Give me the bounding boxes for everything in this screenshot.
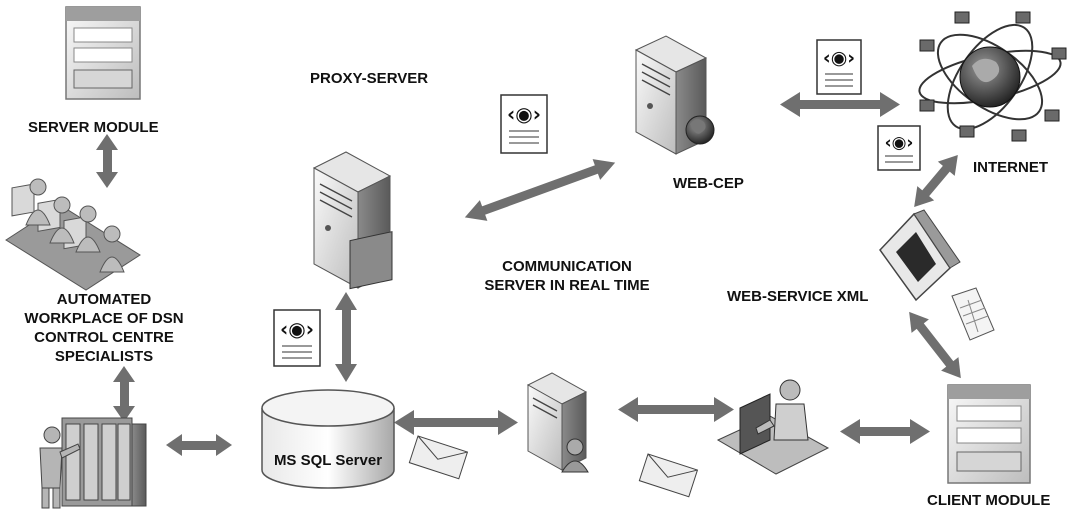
svg-text:‹◉›: ‹◉› bbox=[280, 317, 314, 341]
envelope-icon bbox=[408, 435, 699, 498]
arrow-workplace-rack bbox=[113, 366, 135, 422]
arrow-internet-webservice bbox=[914, 154, 958, 208]
client-module-icon bbox=[947, 384, 1031, 484]
xml-service-icon bbox=[879, 209, 961, 302]
arrow-webcep-internet bbox=[780, 92, 900, 117]
arrow-mssql-commserver bbox=[394, 410, 518, 435]
arrow-server-module-operators bbox=[96, 134, 118, 188]
internet-label: INTERNET bbox=[973, 159, 1048, 176]
web-server-icon bbox=[634, 35, 715, 155]
arrow-comm-user bbox=[618, 397, 734, 422]
proxy-server-label: PROXY-SERVER bbox=[310, 70, 429, 87]
connection-arrows bbox=[96, 92, 961, 456]
server-module-label: SERVER MODULE bbox=[28, 119, 159, 136]
communication-server-icon bbox=[526, 372, 589, 473]
svg-text:‹◉›: ‹◉› bbox=[885, 133, 914, 153]
arrow-proxy-mssql bbox=[335, 292, 357, 382]
arrow-rack-mssql bbox=[166, 434, 232, 456]
xml-document-icon: ‹◉› ‹◉› ‹◉› ‹◉› bbox=[273, 39, 921, 367]
database-cylinder-icon bbox=[261, 389, 395, 489]
arrow-webservice-client bbox=[909, 311, 961, 379]
server-module-icon bbox=[65, 6, 141, 100]
operators-group-icon bbox=[5, 178, 141, 291]
svg-text:‹◉›: ‹◉› bbox=[507, 102, 541, 126]
client-module-label: CLIENT MODULE bbox=[927, 492, 1051, 509]
communication-server-label: COMMUNICATION SERVER IN REAL TIME bbox=[484, 258, 650, 294]
spreadsheet-icon bbox=[951, 287, 995, 341]
automated-workplace-label: AUTOMATED WORKPLACE OF DSN CONTROL CENTR… bbox=[24, 291, 184, 365]
user-workstation-icon bbox=[716, 379, 830, 475]
ms-sql-server-label: MS SQL Server bbox=[273, 452, 383, 469]
arrow-proxy-webcep bbox=[464, 159, 616, 221]
arrow-user-client bbox=[840, 419, 930, 444]
rack-technician-icon bbox=[39, 417, 147, 509]
proxy-server-icon bbox=[312, 151, 393, 290]
web-cep-label: WEB-CEP bbox=[673, 175, 744, 192]
svg-text:‹◉›: ‹◉› bbox=[823, 47, 855, 69]
web-service-xml-label: WEB-SERVICE XML bbox=[727, 288, 869, 305]
network-globe-icon bbox=[918, 11, 1067, 142]
